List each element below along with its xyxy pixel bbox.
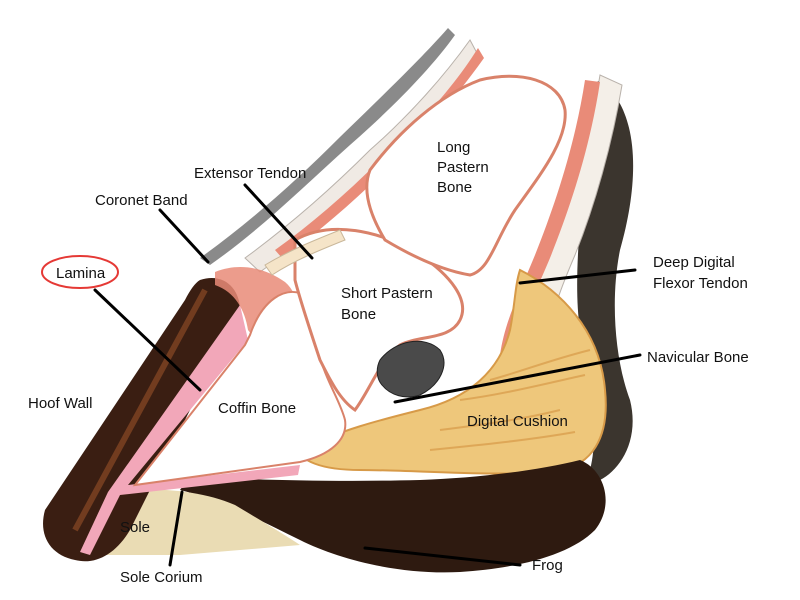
label-long-pastern-line2: Pastern [437, 159, 489, 176]
leader-navicular [393, 353, 642, 404]
navicular-bone-shape [376, 340, 445, 398]
label-coffin-bone: Coffin Bone [218, 400, 296, 417]
label-extensor-tendon: Extensor Tendon [194, 165, 306, 182]
leader-sole-corium [168, 490, 184, 567]
label-deep-digital-line2: Flexor Tendon [653, 275, 748, 292]
front-skin-hair [200, 28, 455, 265]
label-frog: Frog [532, 557, 563, 574]
label-coronet-band: Coronet Band [95, 192, 188, 209]
leader-extensor-tendon [243, 183, 314, 260]
lamina-shape [80, 305, 300, 555]
hoof-wall-highlight [72, 288, 208, 532]
digital-cushion-shape [298, 268, 607, 475]
label-deep-digital-line1: Deep Digital [653, 254, 735, 271]
label-long-pastern-line1: Long [437, 139, 470, 156]
label-sole: Sole [120, 519, 150, 536]
digital-cushion-texture [429, 349, 591, 451]
label-sole-corium: Sole Corium [120, 569, 203, 586]
label-digital-cushion: Digital Cushion [467, 413, 568, 430]
front-tendon-pink [275, 48, 484, 258]
leader-frog [363, 546, 522, 567]
label-short-pastern-line1: Short Pastern [341, 285, 433, 302]
leader-lamina [93, 288, 202, 392]
leader-coronet-band [158, 208, 210, 264]
hoof-wall-shape [43, 278, 240, 562]
long-pastern-bone-shape [365, 74, 567, 277]
label-hoof-wall: Hoof Wall [28, 395, 92, 412]
lamina-highlight-circle [41, 255, 119, 289]
label-short-pastern-line2: Bone [341, 306, 376, 323]
label-lamina: Lamina [56, 265, 106, 282]
leader-deep-digital [518, 268, 637, 285]
frog-shape [180, 460, 606, 573]
label-long-pastern-line3: Bone [437, 179, 472, 196]
label-navicular-bone: Navicular Bone [647, 349, 749, 366]
